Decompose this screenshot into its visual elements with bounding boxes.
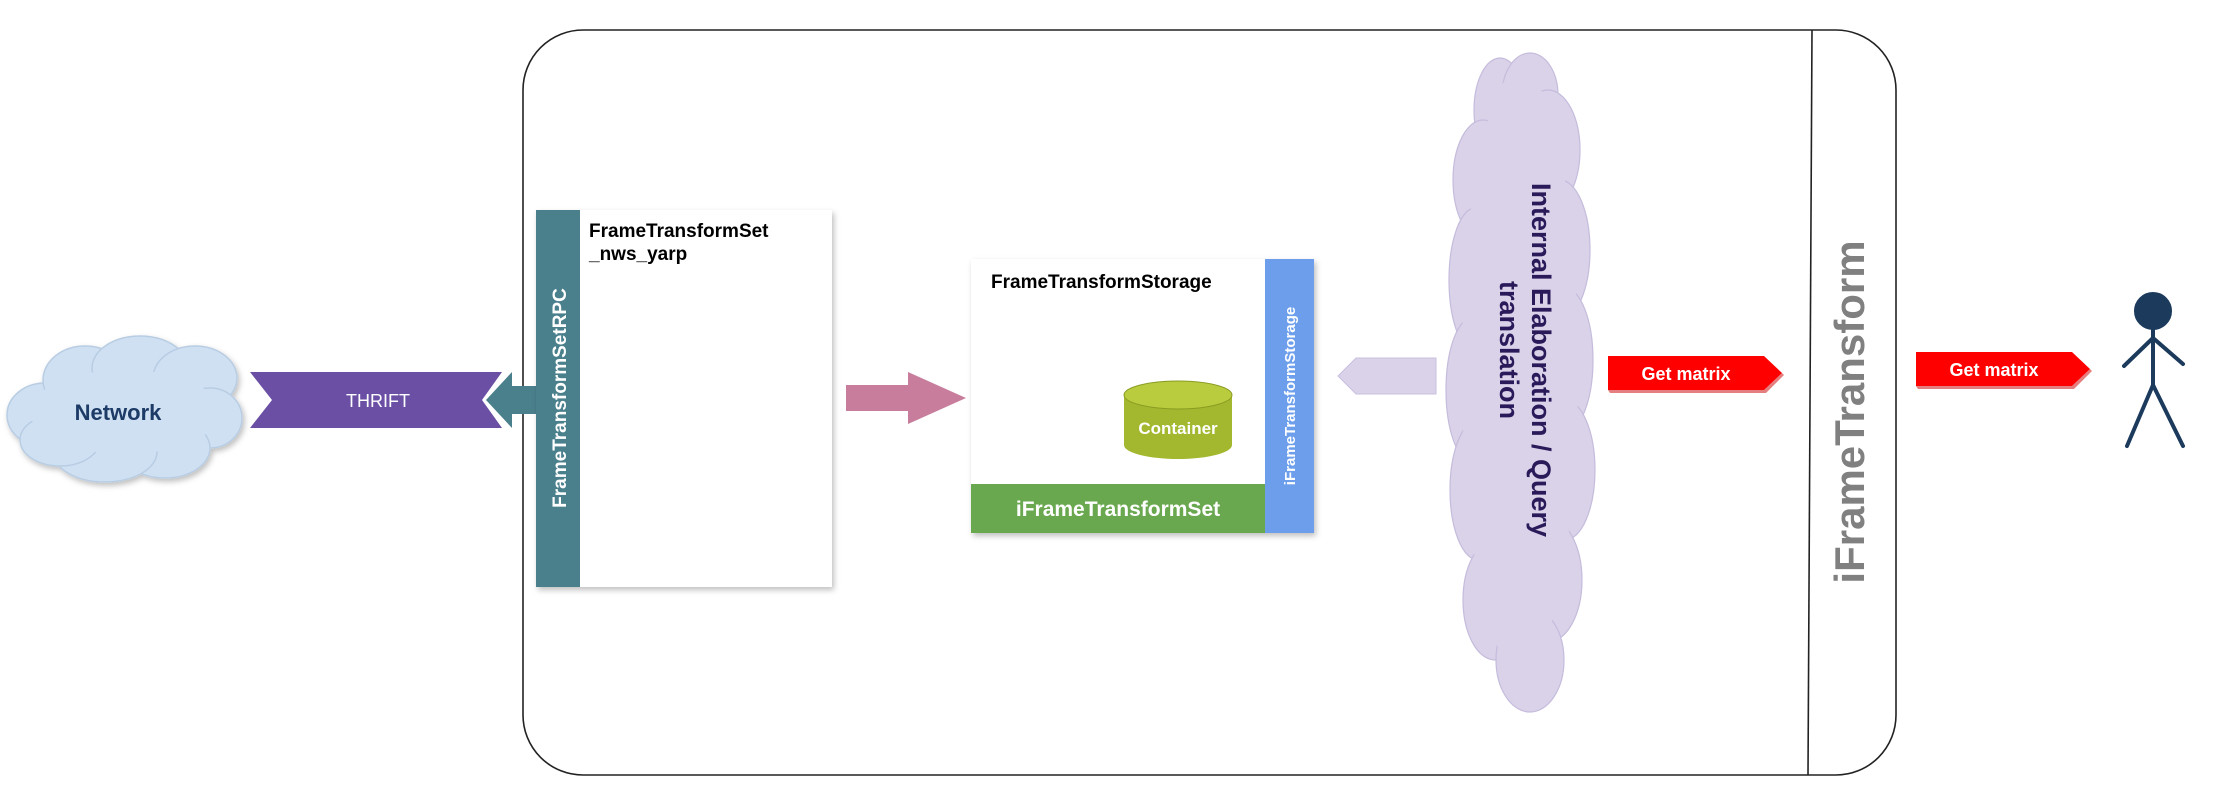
container-label: Container	[1138, 419, 1218, 438]
cloud-label-line2: translation	[1494, 281, 1524, 419]
pink-arrow	[846, 372, 966, 424]
thrift-arrow: THRIFT	[250, 372, 502, 428]
rpc-bar	[536, 210, 580, 587]
set-label: iFrameTransformSet	[1016, 498, 1220, 521]
network-cloud: Network	[6, 335, 243, 483]
nws-yarp-title-line1: FrameTransformSet	[589, 221, 769, 242]
get-matrix-outer-arrow: Get matrix	[1916, 352, 2092, 389]
rpc-label: FrameTransformSetRPC	[550, 288, 571, 508]
storage-box: FrameTransformStorage Container iFrameTr…	[971, 259, 1314, 533]
get-matrix-outer-label: Get matrix	[1949, 360, 2038, 380]
storage-bar	[1265, 259, 1314, 533]
storage-vertical-label: iFrameTransformStorage	[1282, 307, 1299, 485]
network-label: Network	[75, 400, 163, 425]
get-matrix-inner-arrow: Get matrix	[1608, 356, 1784, 393]
cloud-label-line1: Internal Elaboration / Query	[1526, 183, 1556, 537]
set-bar	[971, 484, 1265, 533]
container-cylinder: Container	[1123, 380, 1233, 459]
internal-elaboration-cloud: Internal Elaboration / Query translation	[1445, 52, 1596, 713]
nws-yarp-title-line2: _nws_yarp	[588, 244, 687, 265]
get-matrix-inner-label: Get matrix	[1641, 364, 1730, 384]
storage-title: FrameTransformStorage	[991, 272, 1212, 293]
thrift-label: THRIFT	[346, 391, 410, 411]
rpc-arrow	[486, 372, 536, 428]
interface-label: iFrameTransform	[1826, 240, 1873, 583]
lavender-arrow	[1337, 357, 1437, 395]
interface-divider	[1807, 29, 1813, 776]
user-icon	[2122, 292, 2185, 448]
nws-yarp-box: FrameTransformSetRPC FrameTransformSet _…	[536, 210, 832, 587]
